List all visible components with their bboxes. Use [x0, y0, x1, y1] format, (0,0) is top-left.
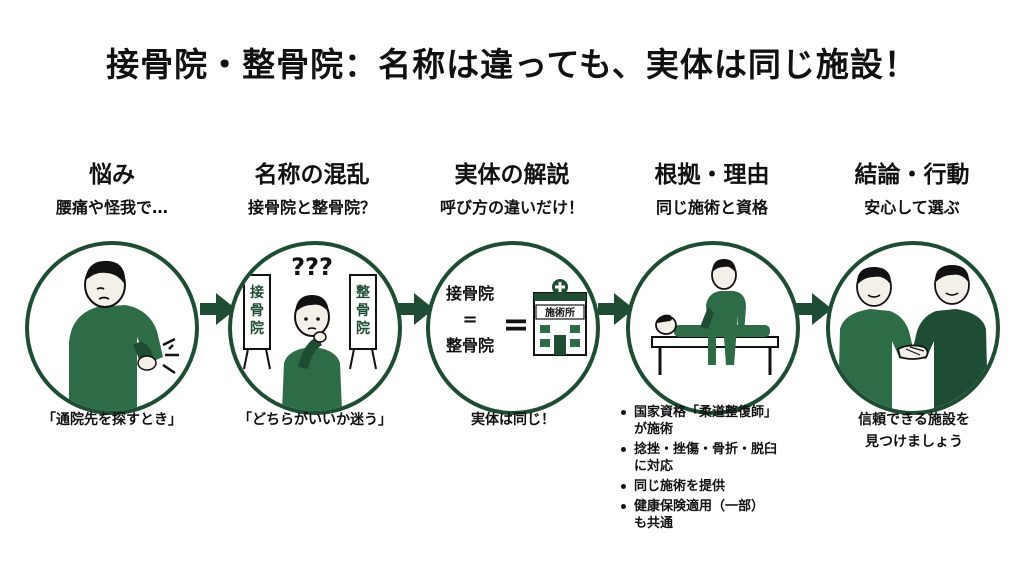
setsukotsuin-label: 接骨院	[446, 284, 494, 303]
note-item: 同じ施術を提供	[616, 478, 816, 495]
right-sign-char-1: 整	[355, 284, 371, 301]
step-5-header: 結論・行動 安心して選ぶ	[812, 160, 1012, 220]
big-equals: =	[503, 305, 530, 343]
step-2-header: 名称の混乱 接骨院と整骨院？	[212, 160, 412, 220]
question-marks: ???	[291, 253, 333, 281]
step-4-header: 根拠・理由 同じ施術と資格	[612, 160, 812, 220]
step-3-title: 実体の解説	[454, 162, 570, 188]
step-2-caption: 「どちらがいいか迷う」	[238, 412, 392, 428]
step-5-caption-line-2: 見つけましょう	[865, 434, 963, 450]
equivalence-icon: 接骨院 = 整骨院 = 施術所	[445, 279, 587, 356]
left-sign-char-3: 院	[250, 320, 264, 337]
step-3-header: 実体の解説 呼び方の違いだけ！	[412, 160, 612, 220]
clinic-sign-label: 施術所	[545, 306, 575, 319]
step-3-caption: 実体は同じ！	[471, 412, 555, 428]
note-item: 国家資格「柔道整復師」 が施術	[616, 404, 816, 438]
left-sign-char-2: 骨	[250, 302, 264, 319]
step-3-circle: 接骨院 = 整骨院 = 施術所	[426, 241, 600, 415]
handshake-icon	[838, 265, 988, 411]
left-sign-char-1: 接	[250, 284, 264, 301]
step-4-subtitle: 同じ施術と資格	[655, 198, 768, 217]
arrow-right-icon	[200, 293, 236, 325]
step-5-caption: 信頼できる施設を 見つけましょう	[814, 409, 1014, 453]
step-4-circle	[626, 241, 800, 415]
step-5-circle	[826, 241, 1000, 415]
step-1-subtitle: 腰痛や怪我で…	[55, 198, 168, 217]
main-title: 接骨院・整骨院：名称は違っても、実体は同じ施設！	[106, 45, 918, 84]
step-1-title: 悩み	[89, 162, 135, 188]
step-5-caption-line-1: 信頼できる施設を	[858, 412, 970, 428]
step-1-caption: 「通院先を探すとき」	[42, 412, 182, 428]
step-5-title: 結論・行動	[854, 162, 970, 188]
note-item: 健康保険適用（一部） も共通	[616, 498, 816, 532]
right-sign-char-2: 骨	[356, 302, 370, 319]
step-5-subtitle: 安心して選ぶ	[864, 198, 960, 217]
arrow-right-icon	[796, 293, 832, 325]
step-1-header: 悩み 腰痛や怪我で…	[12, 160, 212, 220]
step-2-circle: 接 骨 院 整 骨 院 ???	[228, 241, 402, 415]
step-4-notes: 国家資格「柔道整復師」 が施術 捻挫・挫傷・骨折・脱臼 に対応 同じ施術を提供 …	[616, 404, 816, 535]
note-item: 捻挫・挫傷・骨折・脱臼 に対応	[616, 441, 816, 475]
step-4-title: 根拠・理由	[654, 162, 770, 188]
back-pain-icon	[69, 260, 179, 411]
arrow-right-icon	[598, 293, 634, 325]
step-1-circle	[25, 241, 199, 415]
clinic-building-icon: 施術所	[533, 279, 587, 356]
small-equals: =	[462, 309, 477, 330]
confused-person-icon: 接 骨 院 整 骨 院 ???	[243, 253, 377, 411]
step-3-subtitle: 呼び方の違いだけ！	[439, 198, 584, 217]
seikotsuin-label: 整骨院	[445, 336, 494, 355]
step-2-title: 名称の混乱	[254, 162, 370, 188]
right-sign-char-3: 院	[356, 320, 370, 337]
treatment-icon	[651, 259, 779, 375]
step-2-subtitle: 接骨院と整骨院？	[247, 198, 376, 217]
arrow-right-icon	[398, 293, 434, 325]
